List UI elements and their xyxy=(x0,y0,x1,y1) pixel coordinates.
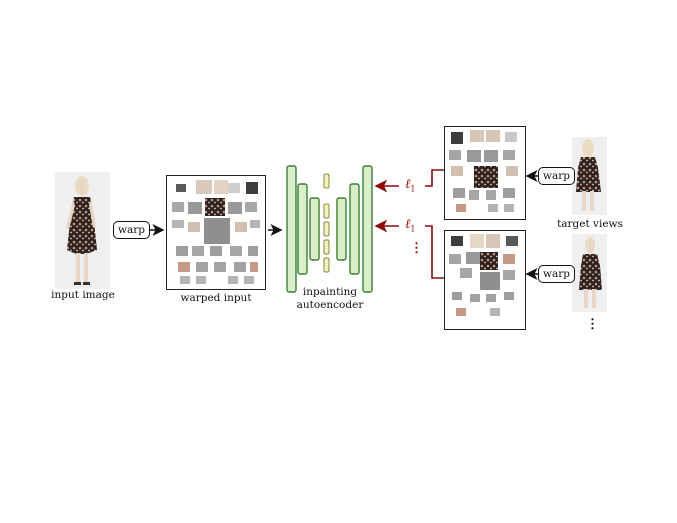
label-input-image: input image xyxy=(51,289,115,301)
warp-button-main[interactable]: warp xyxy=(113,221,150,239)
decoder-block-3 xyxy=(362,165,373,293)
ellipsis-loss: ⋮ xyxy=(410,241,423,256)
loss-l1-label-2: ℓ1 xyxy=(405,216,416,234)
loss-connector-1 xyxy=(425,169,445,187)
loss-l1-label-1: ℓ1 xyxy=(405,176,416,194)
target-atlas-2 xyxy=(449,234,518,316)
label-inpainting: inpainting xyxy=(302,286,358,298)
bottleneck-block-3 xyxy=(323,221,330,237)
ellipsis-targets: ⋮ xyxy=(586,317,599,332)
target-view-2 xyxy=(572,234,607,312)
target-atlas-frame-2 xyxy=(444,230,526,330)
warped-input-frame xyxy=(166,175,266,290)
loss-symbol: ℓ xyxy=(405,177,411,192)
loss-connector-2 xyxy=(425,225,445,279)
bottleneck-block-2 xyxy=(323,203,330,219)
warped-input-atlas xyxy=(172,180,260,284)
label-target-views: target views xyxy=(557,218,623,230)
label-autoencoder: autoencoder xyxy=(296,299,364,311)
target-atlas-frame-1 xyxy=(444,126,526,220)
encoder-block-3 xyxy=(309,197,320,261)
decoder-block-1 xyxy=(336,197,347,261)
warp-button-target-1[interactable]: warp xyxy=(538,167,575,185)
target-view-1 xyxy=(572,137,607,215)
loss-subscript: 1 xyxy=(410,224,416,234)
label-warped-input: warped input xyxy=(180,292,252,304)
target-atlas-1 xyxy=(449,130,518,212)
loss-subscript: 1 xyxy=(410,184,416,194)
input-image xyxy=(55,172,110,289)
warp-button-target-2[interactable]: warp xyxy=(538,265,575,283)
encoder-block-1 xyxy=(286,165,297,293)
bottleneck-block-4 xyxy=(323,239,330,255)
bottleneck-block-1 xyxy=(323,173,330,189)
loss-symbol: ℓ xyxy=(405,217,411,232)
autoencoder xyxy=(286,165,373,293)
decoder-block-2 xyxy=(349,183,360,275)
bottleneck-block-5 xyxy=(323,257,330,273)
encoder-block-2 xyxy=(297,183,308,275)
